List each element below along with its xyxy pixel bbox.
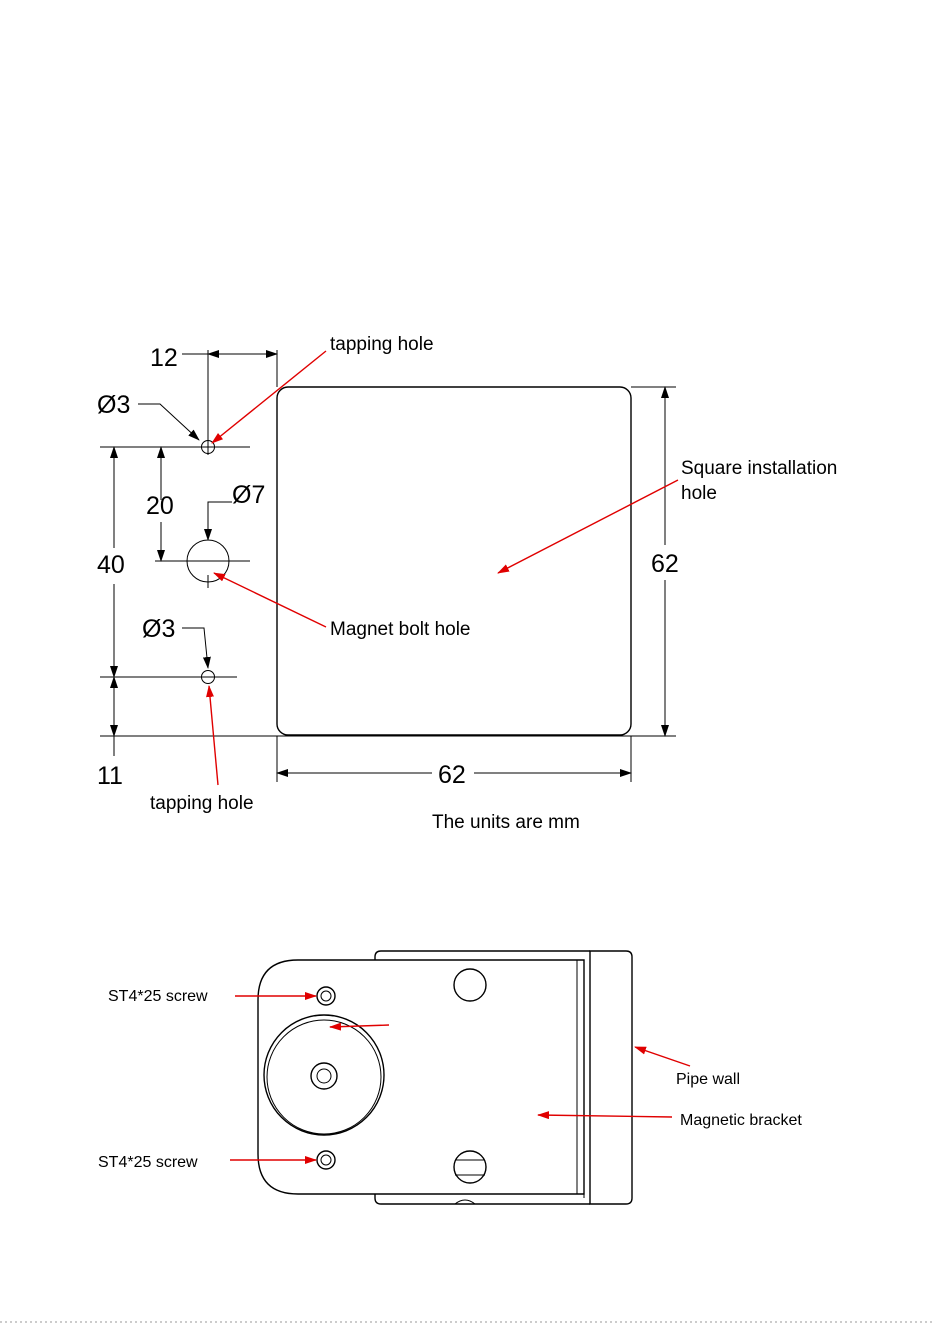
label-pipe-wall: Pipe wall [676,1071,740,1088]
assembly-view: ST4*25 screw ST4*25 screw Pipe wall Magn… [98,951,802,1204]
dimension-drawing: 12 Ø3 Ø7 Ø3 20 40 11 62 62 [97,334,837,833]
dim-12: 12 [150,344,178,372]
label-screw-top: ST4*25 screw [108,988,208,1005]
label-screw-bottom: ST4*25 screw [98,1154,198,1171]
dim-62-width: 62 [438,761,466,789]
dim-20: 20 [146,492,174,520]
magnetic-bracket-body [258,960,584,1194]
dim-dia3-bottom: Ø3 [142,615,175,643]
units-note: The units are mm [432,812,580,833]
dim-dia3-top: Ø3 [97,391,130,419]
screw-bottom [317,1151,335,1169]
screw-top [317,987,335,1005]
pipe-wall [590,951,632,1204]
label-square-hole-1: Square installation [681,458,837,479]
square-installation-hole-outline [277,387,631,735]
round-magnet [264,1015,384,1135]
dim-11: 11 [97,762,123,790]
dim-dia7: Ø7 [232,481,265,509]
dim-62-height: 62 [651,550,679,578]
label-tapping-hole-bottom: tapping hole [150,793,254,814]
dim-40: 40 [97,551,125,579]
label-square-hole-2: hole [681,483,717,504]
label-tapping-hole-top: tapping hole [330,334,434,355]
label-magnet-bolt-hole: Magnet bolt hole [330,619,471,640]
label-magnetic-bracket: Magnetic bracket [680,1112,802,1129]
